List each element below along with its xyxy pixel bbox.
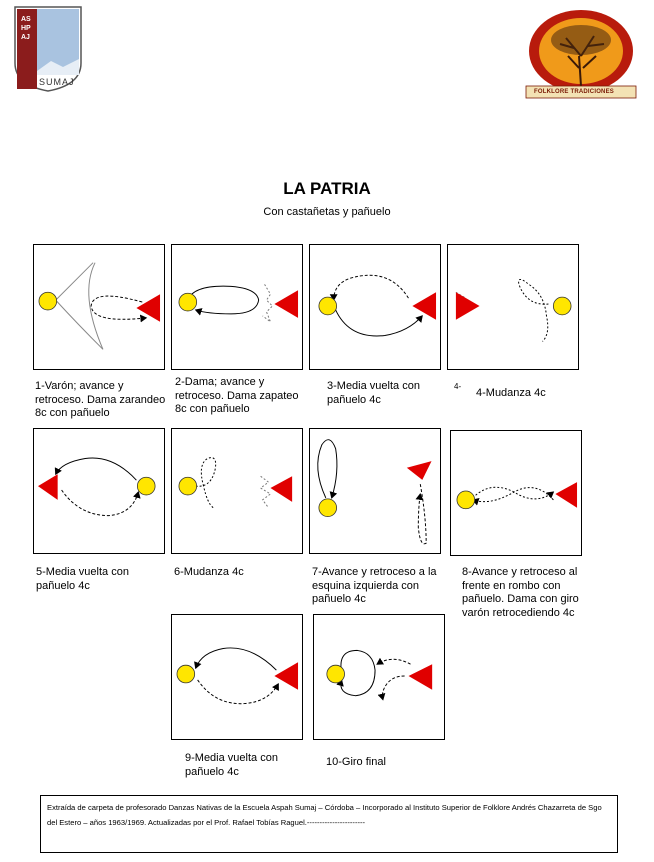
figure-10-diagram	[313, 614, 445, 740]
woman-dancer	[406, 461, 432, 480]
woman-dancer	[412, 292, 437, 320]
man-dancer	[38, 291, 58, 311]
ashpaj-sumaj-logo: ASHPAJ SUMAJ	[13, 5, 83, 93]
figure-1-diagram	[33, 244, 165, 370]
woman-dancer	[455, 292, 480, 320]
man-dancer	[176, 664, 196, 684]
figure-5-diagram	[33, 428, 165, 554]
woman-dancer	[274, 662, 299, 690]
figure-2-caption: 2-Dama; avance y retroceso. Dama zapateo…	[175, 376, 299, 415]
source-note: Extraída de carpeta de profesorado Danza…	[40, 795, 618, 853]
figure-5-caption: 5-Media vuelta con pañuelo 4c	[36, 566, 129, 592]
woman-dancer	[408, 664, 433, 690]
man-dancer	[326, 664, 345, 684]
figure-8-caption: 8-Avance y retroceso al frente en rombo …	[462, 566, 579, 619]
logo-vertical-text: ASHPAJ	[21, 16, 31, 41]
man-dancer	[318, 296, 338, 316]
woman-dancer	[555, 482, 578, 508]
page-title: LA PATRIA	[283, 179, 371, 198]
man-dancer	[456, 490, 476, 510]
figure-6-diagram	[171, 428, 303, 554]
man-dancer	[318, 498, 338, 517]
figure-4-caption-prefix: 4-	[454, 382, 462, 391]
figure-8-diagram	[450, 430, 582, 556]
source-note-text: Extraída de carpeta de profesorado Danza…	[47, 803, 602, 827]
logo-caption: FOLKLORE TRADICIONES	[534, 89, 614, 95]
man-dancer	[552, 296, 572, 316]
logo-horizontal-text: SUMAJ	[39, 77, 75, 87]
man-dancer	[136, 476, 156, 496]
man-dancer	[178, 476, 198, 496]
figure-7-diagram	[309, 428, 441, 554]
woman-dancer	[136, 294, 161, 322]
figure-7-caption: 7-Avance y retroceso a la esquina izquie…	[312, 566, 437, 605]
figure-6-caption: 6-Mudanza 4c	[174, 566, 244, 578]
figure-10-caption: 10-Giro final	[326, 756, 386, 768]
figure-2-diagram	[171, 244, 303, 370]
figure-4-caption: 4-Mudanza 4c	[476, 387, 546, 399]
figure-4-diagram	[447, 244, 579, 370]
woman-dancer	[274, 290, 299, 318]
figure-1-caption: 1-Varón; avance y retroceso. Dama zarand…	[35, 380, 166, 419]
man-dancer	[178, 292, 198, 312]
figure-3-caption: 3-Media vuelta con pañuelo 4c	[327, 380, 420, 406]
figure-3-diagram	[309, 244, 441, 370]
figure-9-diagram	[171, 614, 303, 740]
woman-dancer	[37, 474, 58, 500]
folklore-tradiciones-logo: FOLKLORE TRADICIONES	[522, 8, 640, 102]
woman-dancer	[270, 476, 293, 502]
figure-9-caption: 9-Media vuelta con pañuelo 4c	[185, 752, 278, 778]
page-subtitle: Con castañetas y pañuelo	[263, 206, 391, 218]
